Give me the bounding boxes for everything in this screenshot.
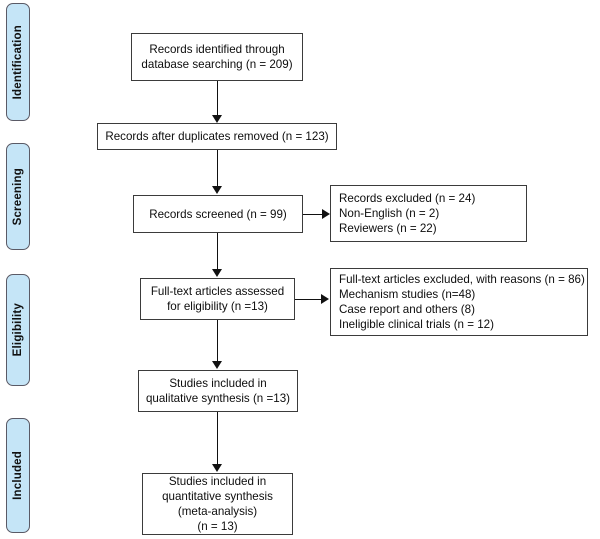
- records-excluded-line3: Reviewers (n = 22): [339, 222, 437, 235]
- fulltext-assessed-line2: for eligibility (n =13): [167, 300, 268, 313]
- arrow-qualitative-to-quantitative: [212, 464, 222, 472]
- fulltext-excluded-line2: Mechanism studies (n=48): [339, 288, 476, 301]
- stage-included-label: Included: [12, 451, 24, 500]
- arrow-fulltext-to-qualitative: [212, 361, 222, 369]
- records-identified-line1: Records identified through: [149, 43, 285, 56]
- arrow-fulltext-to-excluded: [321, 294, 329, 304]
- connector-screened-to-fulltext: [217, 233, 218, 271]
- box-quantitative-synthesis: Studies included in quantitative synthes…: [142, 473, 293, 535]
- connector-duplicates-to-screened: [217, 150, 218, 188]
- quantitative-synthesis-line3: (meta-analysis): [177, 505, 258, 518]
- box-records-excluded: Records excluded (n = 24) Non-English (n…: [330, 185, 527, 242]
- box-records-identified: Records identified through database sear…: [131, 33, 303, 81]
- fulltext-excluded-line4: Ineligible clinical trials (n = 12): [339, 318, 494, 331]
- fulltext-excluded-line3: Case report and others (8): [339, 303, 475, 316]
- arrow-screened-to-excluded: [322, 209, 330, 219]
- connector-fulltext-to-excluded: [295, 299, 324, 300]
- box-records-screened: Records screened (n = 99): [133, 195, 303, 233]
- box-fulltext-excluded: Full-text articles excluded, with reason…: [330, 268, 588, 336]
- stage-included: Included: [6, 418, 30, 533]
- arrow-identified-to-duplicates: [212, 115, 222, 123]
- connector-qualitative-to-quantitative: [217, 412, 218, 467]
- stage-eligibility-label: Eligibility: [12, 303, 24, 357]
- qualitative-synthesis-line2: qualitative synthesis (n =13): [145, 392, 291, 405]
- fulltext-excluded-line1: Full-text articles excluded, with reason…: [339, 273, 585, 286]
- quantitative-synthesis-line2: quantitative synthesis: [162, 490, 273, 503]
- stage-identification-label: Identification: [12, 24, 24, 100]
- stage-screening-label: Screening: [12, 167, 24, 226]
- box-qualitative-synthesis: Studies included in qualitative synthesi…: [138, 370, 298, 412]
- connector-screened-to-excluded: [303, 214, 325, 215]
- box-fulltext-assessed: Full-text articles assessed for eligibil…: [140, 278, 295, 320]
- quantitative-synthesis-line1: Studies included in: [168, 475, 267, 488]
- stage-screening: Screening: [6, 143, 30, 250]
- records-excluded-line2: Non-English (n = 2): [339, 207, 440, 220]
- arrow-screened-to-fulltext: [212, 269, 222, 277]
- records-screened-line1: Records screened (n = 99): [149, 207, 287, 221]
- stage-identification: Identification: [6, 3, 30, 121]
- connector-fulltext-to-qualitative: [217, 320, 218, 363]
- qualitative-synthesis-line1: Studies included in: [169, 377, 267, 390]
- records-excluded-line1: Records excluded (n = 24): [339, 192, 476, 205]
- arrow-duplicates-to-screened: [212, 186, 222, 194]
- connector-identified-to-duplicates: [217, 81, 218, 118]
- records-identified-line2: database searching (n = 209): [141, 58, 293, 71]
- quantitative-synthesis-line4: (n = 13): [197, 520, 238, 533]
- duplicates-removed-line1: Records after duplicates removed (n = 12…: [105, 130, 329, 143]
- box-duplicates-removed: Records after duplicates removed (n = 12…: [97, 123, 337, 150]
- stage-eligibility: Eligibility: [6, 274, 30, 386]
- fulltext-assessed-line1: Full-text articles assessed: [150, 285, 285, 298]
